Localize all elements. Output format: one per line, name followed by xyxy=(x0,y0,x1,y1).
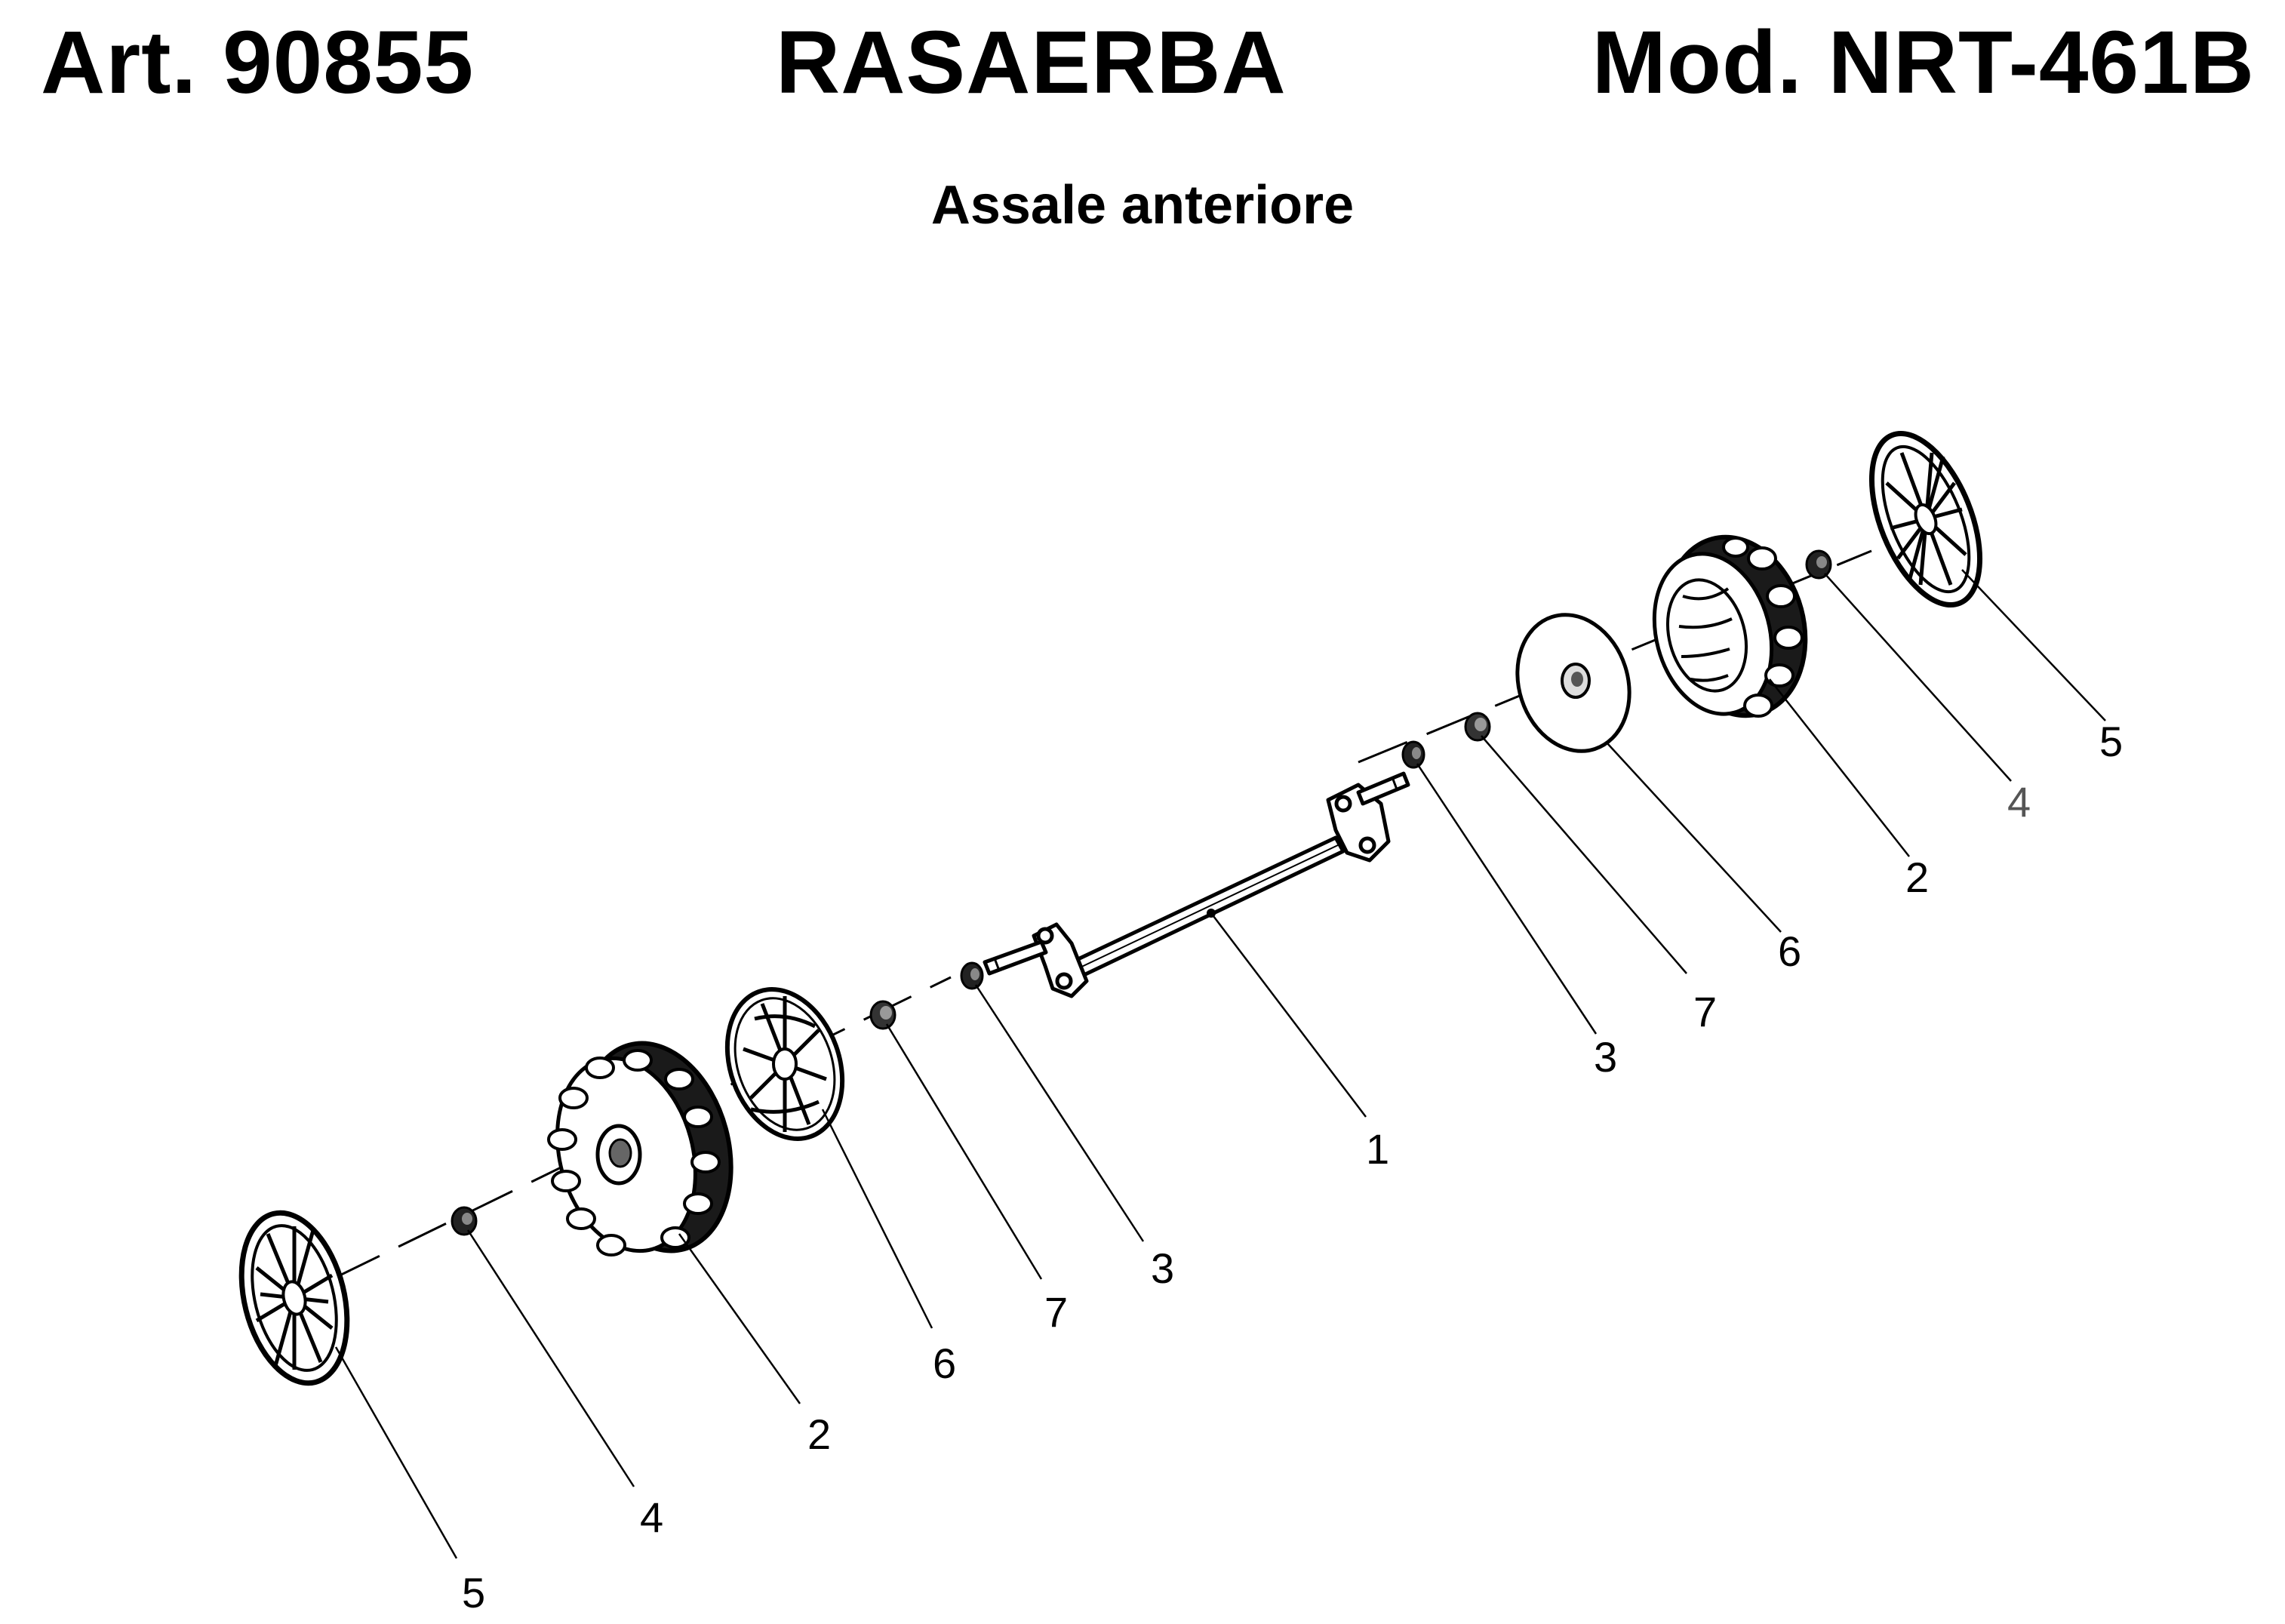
callout-numbers: 5 4 2 6 7 3 1 3 7 6 2 4 5 xyxy=(462,718,2123,1616)
model-number: Mod. NRT-461B xyxy=(1592,13,2255,112)
left-tire xyxy=(547,1041,733,1256)
callout-left-spacer: 3 xyxy=(1151,1244,1174,1292)
right-hubcap xyxy=(1868,430,1983,608)
left-spacer xyxy=(960,961,984,990)
left-rim-disc xyxy=(724,987,845,1141)
left-bushing xyxy=(869,1000,896,1030)
leader-dots xyxy=(1207,909,1216,918)
callout-right-hubcap: 5 xyxy=(2099,718,2123,765)
front-axle xyxy=(983,771,1410,998)
left-hubcap xyxy=(238,1210,350,1386)
callout-left-rim-disc: 6 xyxy=(933,1339,956,1387)
leader-lines xyxy=(334,569,2106,1559)
right-bushing xyxy=(1464,712,1491,742)
callout-axle: 1 xyxy=(1366,1125,1389,1173)
right-spacer xyxy=(1401,740,1425,769)
callout-right-tire: 2 xyxy=(1905,854,1929,901)
callout-right-rim-disc: 6 xyxy=(1778,927,1801,975)
article-number: Art. 90855 xyxy=(41,13,475,112)
callout-right-nut: 4 xyxy=(2007,778,2031,826)
callout-right-spacer: 3 xyxy=(1594,1033,1617,1081)
right-rim-disc xyxy=(1515,613,1631,753)
callout-left-bushing: 7 xyxy=(1044,1288,1068,1336)
callout-right-bushing: 7 xyxy=(1693,988,1717,1035)
left-nut xyxy=(451,1206,478,1236)
product-name: RASAERBA xyxy=(776,13,1287,112)
callout-left-tire: 2 xyxy=(807,1410,831,1458)
section-title: Assale anteriore xyxy=(930,175,1355,235)
callout-left-hubcap: 5 xyxy=(462,1569,485,1616)
right-nut xyxy=(1805,549,1832,580)
right-tire xyxy=(1652,534,1808,718)
callout-left-nut: 4 xyxy=(640,1493,663,1541)
